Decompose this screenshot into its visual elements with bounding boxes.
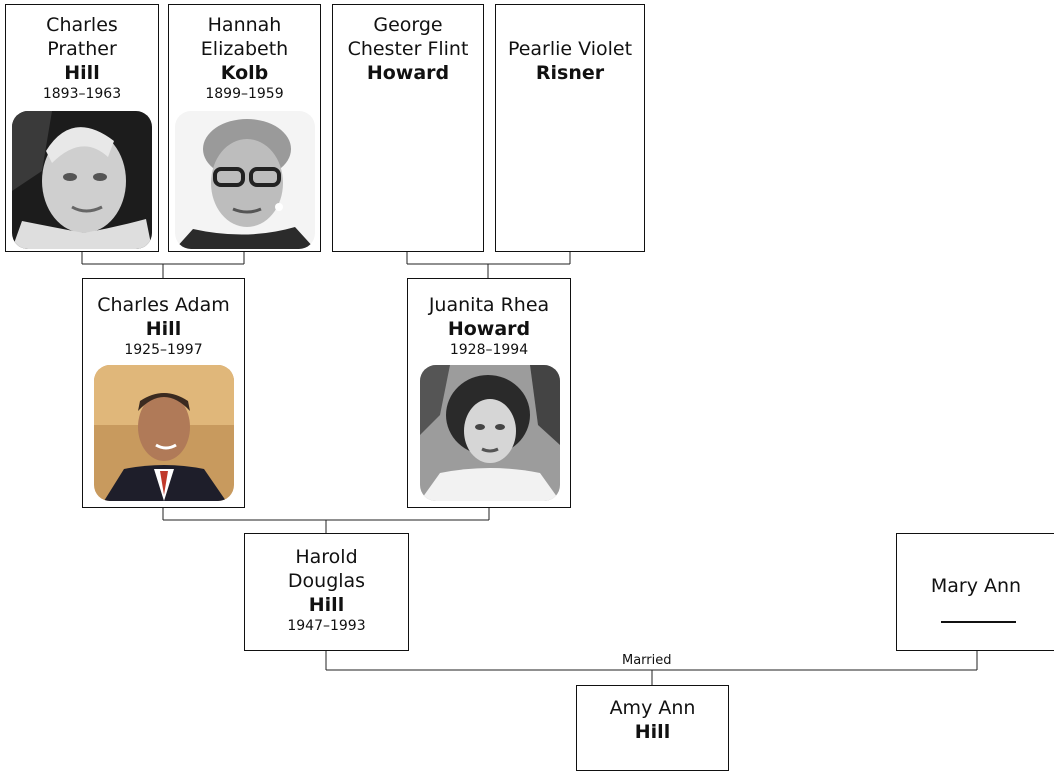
- portrait-photo: [420, 365, 560, 501]
- surname: Howard: [366, 62, 450, 84]
- given-name: Juanita Rhea: [428, 294, 550, 316]
- surname: Hill: [145, 318, 182, 340]
- life-dates: 1928–1994: [449, 342, 529, 358]
- person-card-charles-adam-hill[interactable]: Charles Adam Hill 1925–1997: [82, 278, 245, 508]
- given-name: Mary Ann: [930, 575, 1022, 597]
- person-card-charles-prather-hill[interactable]: Charles Prather Hill 1893–1963: [5, 4, 159, 252]
- given-name: Hannah: [207, 14, 282, 36]
- person-card-harold-douglas-hill[interactable]: Harold Douglas Hill 1947–1993: [244, 533, 409, 651]
- given-name: Charles: [46, 14, 118, 36]
- person-card-amy-ann-hill[interactable]: Amy Ann Hill: [576, 685, 729, 771]
- person-card-mary-ann[interactable]: Mary Ann: [896, 533, 1054, 651]
- person-card-george-chester-flint-howard[interactable]: George Chester Flint Howard: [332, 4, 484, 252]
- given-name: Amy Ann: [609, 697, 696, 719]
- person-card-pearlie-violet-risner[interactable]: Pearlie Violet Risner: [495, 4, 645, 252]
- portrait-photo: [12, 111, 152, 249]
- surname: Hill: [634, 721, 671, 743]
- surname: Kolb: [220, 62, 269, 84]
- unknown-surname-line: [941, 621, 1016, 623]
- given-name: Prather: [47, 38, 117, 60]
- married-label: Married: [622, 653, 672, 668]
- given-name: Harold: [295, 546, 358, 568]
- given-name: Chester Flint: [347, 38, 469, 60]
- surname: Hill: [308, 594, 345, 616]
- person-card-hannah-elizabeth-kolb[interactable]: Hannah Elizabeth Kolb 1899–1959: [168, 4, 321, 252]
- given-name: Douglas: [287, 570, 366, 592]
- life-dates: 1899–1959: [205, 86, 284, 102]
- surname: Hill: [64, 62, 100, 84]
- life-dates: 1893–1963: [42, 86, 122, 102]
- life-dates: 1925–1997: [124, 342, 203, 358]
- surname: Howard: [447, 318, 531, 340]
- life-dates: 1947–1993: [287, 618, 366, 634]
- surname: Risner: [535, 62, 605, 84]
- given-name: George: [373, 14, 443, 36]
- portrait-photo: [175, 111, 315, 249]
- given-name: Elizabeth: [200, 38, 289, 60]
- portrait-photo: [94, 365, 234, 501]
- person-card-juanita-rhea-howard[interactable]: Juanita Rhea Howard 1928–1994: [407, 278, 571, 508]
- given-name: Pearlie Violet: [507, 38, 633, 60]
- given-name: Charles Adam: [97, 294, 230, 316]
